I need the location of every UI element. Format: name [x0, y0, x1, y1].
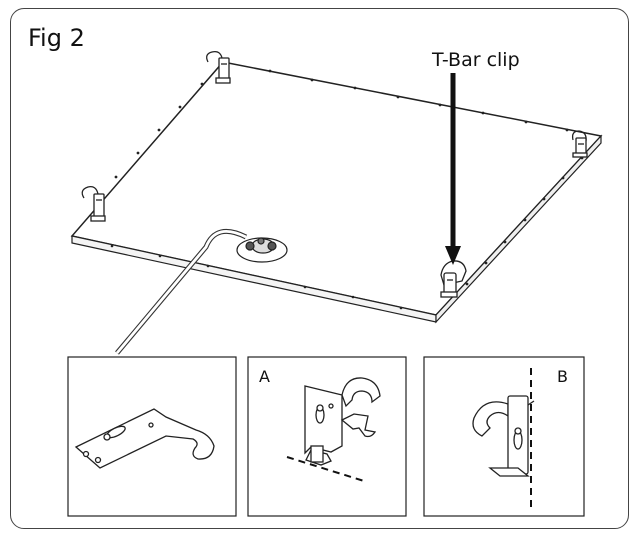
bracket-b-drawing: [472, 395, 535, 477]
cable-gland: [236, 237, 288, 263]
dashed-guide-a: [286, 456, 365, 482]
inset-label-b: B: [557, 367, 568, 386]
clip-right: [571, 130, 588, 158]
detail-box-b: [423, 356, 585, 517]
t-bar-clip: [440, 260, 467, 298]
clip-left: [81, 186, 106, 222]
bracket-a-drawing: [304, 377, 381, 466]
figure-title: Fig 2: [28, 24, 85, 52]
inset-label-a: A: [259, 367, 270, 386]
clip-top-left: [206, 50, 231, 84]
light-panel: [70, 61, 603, 324]
bracket-flat-drawing: [74, 408, 215, 469]
callout-arrow: [445, 73, 461, 265]
t-bar-clip-label: T-Bar clip: [432, 49, 520, 71]
